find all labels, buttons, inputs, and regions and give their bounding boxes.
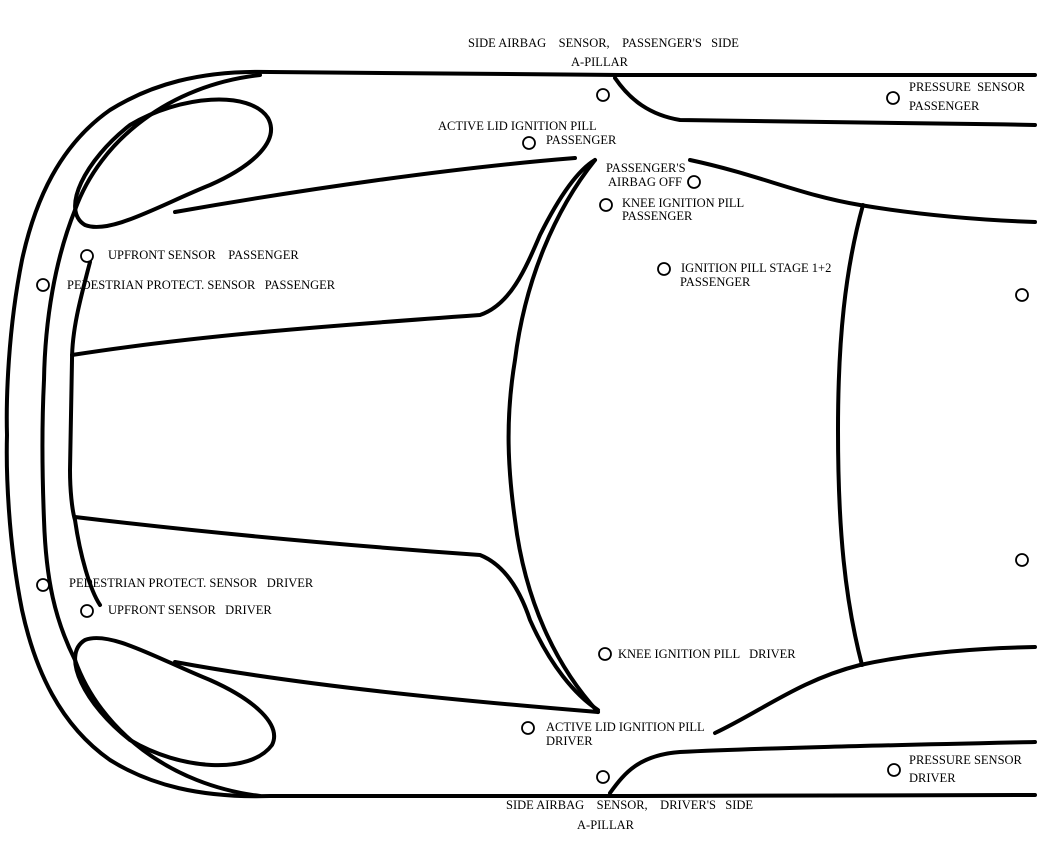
marker-rear-upper (1015, 288, 1029, 302)
label-upfront-passenger: UPFRONT SENSOR PASSENGER (108, 248, 299, 262)
label-pedestrian-passenger: PEDESTRIAN PROTECT. SENSOR PASSENGER (67, 278, 336, 292)
car-body-outline (4, 69, 1037, 799)
label-active-lid-passenger-line2: PASSENGER (546, 133, 617, 147)
label-active-lid-driver-line1: ACTIVE LID IGNITION PILL (546, 720, 705, 734)
marker-pedestrian-driver (36, 578, 50, 592)
label-pressure-driver-line1: PRESSURE SENSOR (909, 753, 1022, 767)
bumper-inner (68, 260, 102, 607)
marker-pedestrian-passenger (36, 278, 50, 292)
label-ignition-stage-line2: PASSENGER (680, 275, 751, 289)
label-pressure-driver-line2: DRIVER (909, 771, 956, 785)
label-side-airbag-passenger-line2: A-PILLAR (571, 55, 628, 69)
marker-rear-lower (1015, 553, 1029, 567)
label-active-lid-driver-line2: DRIVER (546, 734, 593, 748)
label-active-lid-passenger-line1: ACTIVE LID IGNITION PILL (438, 119, 597, 133)
door-line-passenger (688, 158, 1037, 224)
cabin-divider (836, 203, 865, 667)
label-side-airbag-driver-line1: SIDE AIRBAG SENSOR, DRIVER'S SIDE (506, 798, 754, 812)
marker-side-airbag-driver (596, 770, 610, 784)
marker-active-lid-passenger (522, 136, 536, 150)
inner-fender-contour (40, 73, 262, 798)
windshield (506, 158, 600, 714)
marker-pressure-driver (887, 763, 901, 777)
marker-pressure-passenger (886, 91, 900, 105)
outer-body-contour (4, 69, 1037, 799)
marker-upfront-driver (80, 604, 94, 618)
label-upfront-driver: UPFRONT SENSOR DRIVER (108, 603, 272, 617)
marker-active-lid-driver (521, 721, 535, 735)
label-pedestrian-driver: PEDESTRIAN PROTECT. SENSOR DRIVER (69, 576, 314, 590)
label-side-airbag-driver-line2: A-PILLAR (577, 818, 634, 832)
a-pillar-driver (608, 740, 1037, 795)
label-pressure-passenger-line2: PASSENGER (909, 99, 980, 113)
marker-airbag-off (687, 175, 701, 189)
sensor-markers (36, 88, 1029, 784)
label-airbag-off-line1: PASSENGER'S (606, 161, 686, 175)
headlamp-driver (73, 636, 276, 768)
a-pillar-passenger (613, 76, 1037, 127)
hood-panel (70, 156, 600, 714)
label-knee-passenger-line2: PASSENGER (622, 209, 693, 223)
label-knee-driver: KNEE IGNITION PILL DRIVER (618, 647, 796, 661)
label-knee-passenger-line1: KNEE IGNITION PILL (622, 196, 745, 210)
marker-knee-driver (598, 647, 612, 661)
marker-ignition-stage (657, 262, 671, 276)
label-side-airbag-passenger-line1: SIDE AIRBAG SENSOR, PASSENGER'S SIDE (468, 36, 739, 50)
headlamp-passenger (73, 97, 273, 229)
label-airbag-off-line2: AIRBAG OFF (608, 175, 682, 189)
label-pressure-passenger-line1: PRESSURE SENSOR (909, 80, 1026, 94)
label-ignition-stage-line1: IGNITION PILL STAGE 1+2 (681, 261, 832, 275)
marker-upfront-passenger (80, 249, 94, 263)
marker-side-airbag-passenger (596, 88, 610, 102)
marker-knee-passenger (599, 198, 613, 212)
